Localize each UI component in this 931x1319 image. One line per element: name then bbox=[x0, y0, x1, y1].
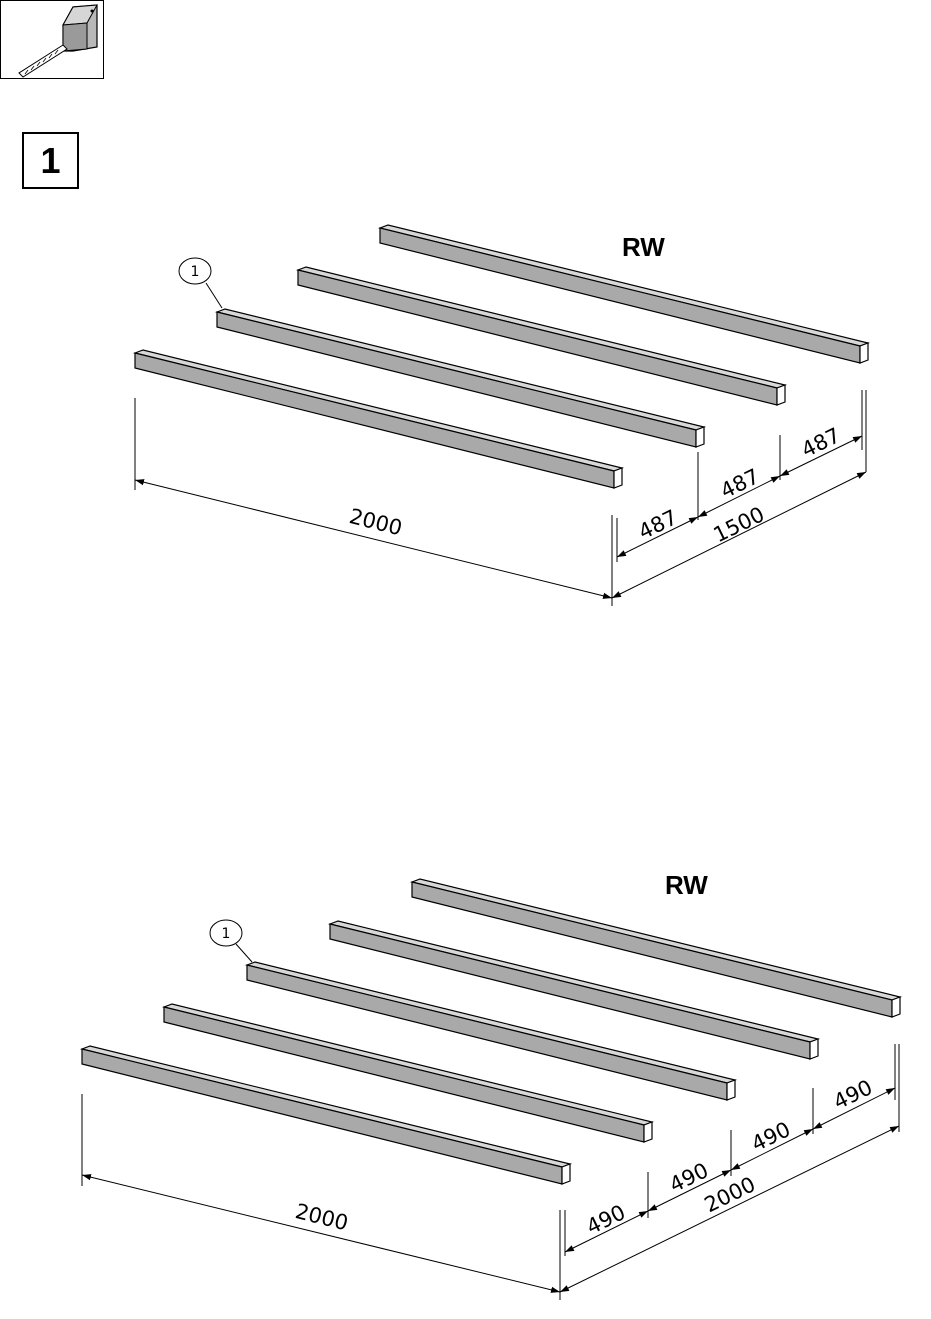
part-callout-number: 1 bbox=[222, 926, 231, 942]
part-callout: 1 bbox=[179, 258, 222, 308]
dimension-spacing: 490 bbox=[583, 1200, 630, 1239]
view-1-label: RW bbox=[622, 232, 665, 262]
dimension-spacing: 487 bbox=[635, 505, 682, 544]
beam bbox=[135, 350, 622, 488]
beam bbox=[330, 921, 818, 1059]
dimension-spacing: 487 bbox=[717, 464, 764, 503]
dimension-length: 2000 bbox=[293, 1199, 351, 1235]
beam bbox=[82, 1046, 570, 1184]
part-callout-number: 1 bbox=[191, 264, 200, 280]
view-1: RW 1 bbox=[135, 225, 868, 606]
beam bbox=[247, 962, 735, 1100]
dimension-lines bbox=[82, 1088, 899, 1292]
view-2-label: RW bbox=[665, 870, 708, 900]
dimension-spacing: 490 bbox=[830, 1075, 877, 1114]
dimension-total-width: 1500 bbox=[710, 502, 769, 547]
beam bbox=[412, 879, 900, 1017]
part-callout: 1 bbox=[210, 920, 252, 962]
extension-lines bbox=[135, 390, 866, 606]
beam bbox=[217, 309, 704, 447]
view-2: RW 1 bbox=[82, 870, 900, 1300]
beam bbox=[164, 1004, 652, 1142]
beam bbox=[298, 267, 785, 405]
dimension-spacing: 490 bbox=[666, 1158, 713, 1197]
